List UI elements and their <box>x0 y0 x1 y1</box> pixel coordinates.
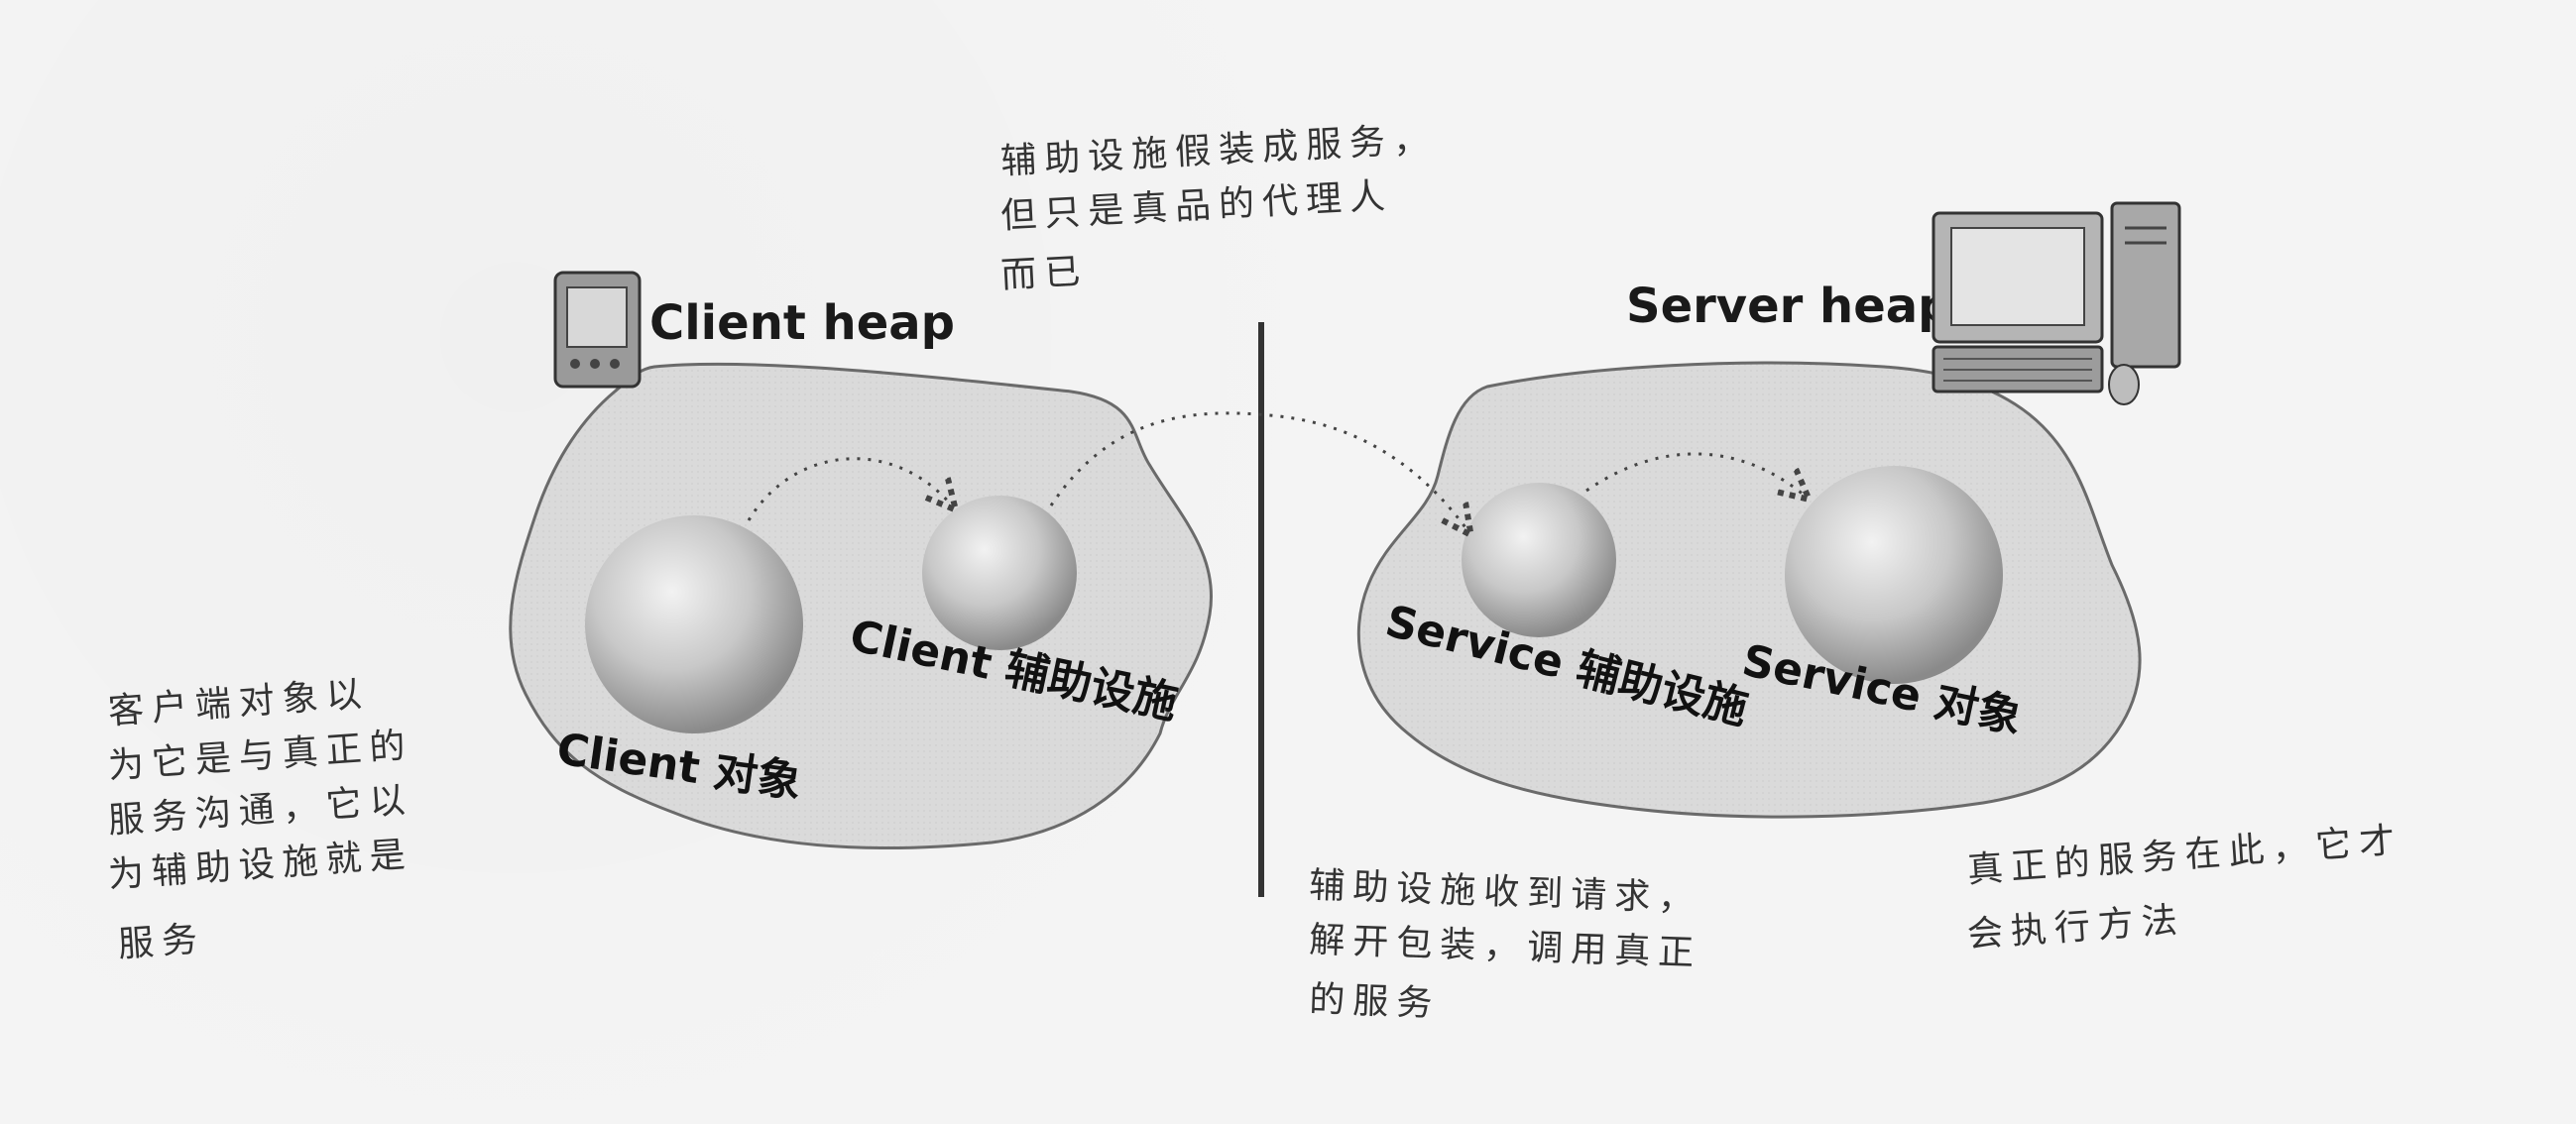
pda-icon <box>553 271 642 389</box>
service-object-sphere <box>1785 466 2003 684</box>
note-top: 辅助设施假装成服务， 但只是真品的代理人 而已 <box>999 119 1438 296</box>
note-bottom-right-line-1: 真正的服务在此，它才 <box>1966 820 2404 891</box>
desktop-computer-icon <box>1932 201 2181 405</box>
note-top-line-3: 而已 <box>999 251 1089 296</box>
note-left: 客户端对象以 为它是与真正的 服务沟通，它以 为辅助设施就是 服务 <box>107 674 414 965</box>
note-top-line-2: 但只是真品的代理人 <box>999 175 1394 237</box>
note-top-line-1: 辅助设施假装成服务， <box>999 119 1438 182</box>
note-bottom-middle-line-2: 解开包装，调用真正 <box>1309 920 1702 974</box>
note-bottom-right-line-2: 会执行方法 <box>1966 900 2186 955</box>
server-heap-title: Server heap <box>1626 279 1952 334</box>
note-left-line-5: 服务 <box>117 919 207 965</box>
note-left-line-4: 为辅助设施就是 <box>107 835 414 896</box>
client-object-sphere <box>585 515 803 733</box>
note-bottom-middle: 辅助设施收到请求， 解开包装，调用真正 的服务 <box>1309 865 1702 1025</box>
arrow-service-helper-to-object <box>1585 452 1805 496</box>
note-left-line-3: 服务沟通，它以 <box>107 780 414 842</box>
service-helper-sphere <box>1462 483 1616 637</box>
note-bottom-middle-line-1: 辅助设施收到请求， <box>1309 865 1702 920</box>
note-bottom-right: 真正的服务在此，它才 会执行方法 <box>1966 820 2404 955</box>
note-bottom-middle-line-3: 的服务 <box>1309 979 1441 1025</box>
note-left-line-2: 为它是与真正的 <box>107 726 414 787</box>
note-left-line-1: 客户端对象以 <box>107 674 371 732</box>
client-helper-sphere <box>922 496 1077 650</box>
client-heap-title: Client heap <box>649 295 955 351</box>
